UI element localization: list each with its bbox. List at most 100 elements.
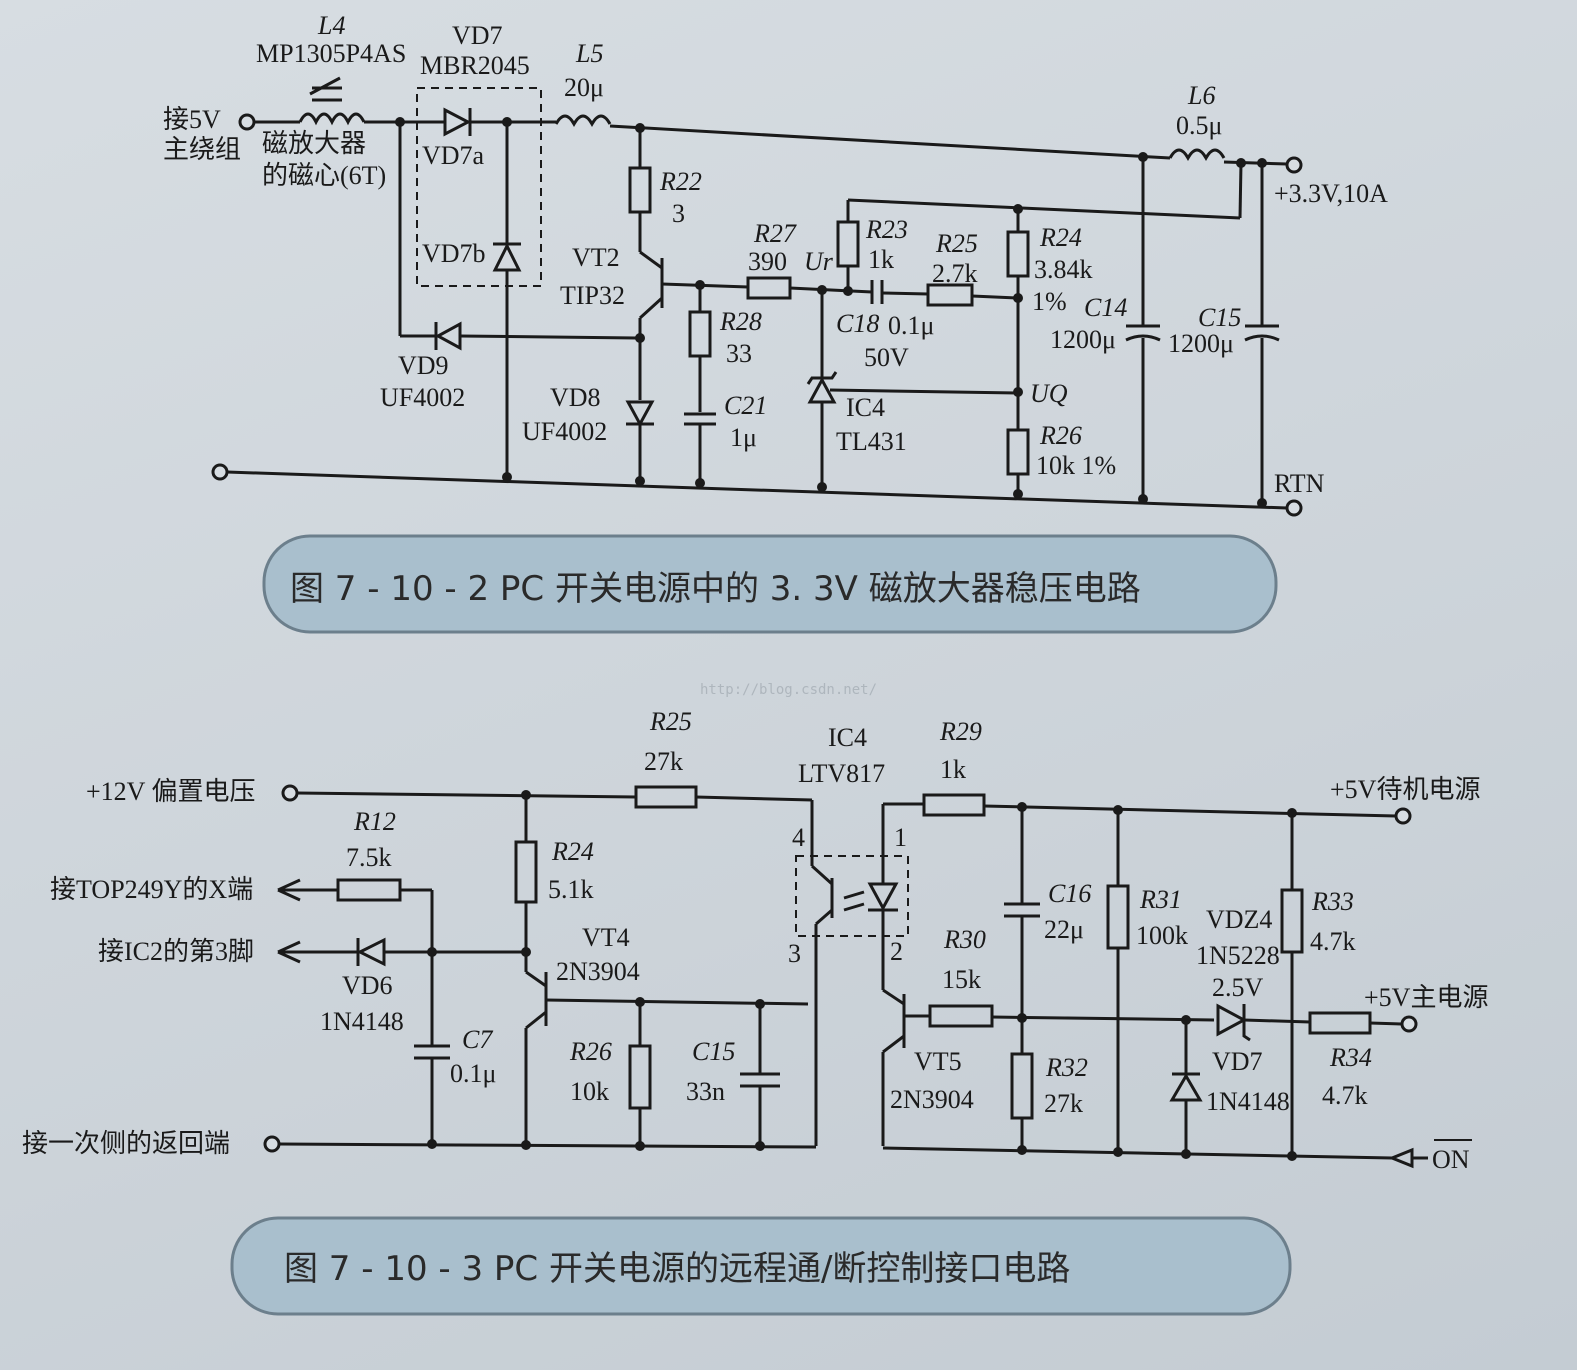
c15-name: C15 [1198, 303, 1241, 332]
c14-value: 1200μ [1050, 325, 1116, 354]
r34-name: R34 [1329, 1043, 1372, 1072]
l6-inductor [1168, 148, 1226, 162]
l4-core-symbol [309, 76, 342, 102]
r23-name: R23 [865, 215, 908, 244]
main-5v-terminal [1400, 1015, 1418, 1033]
r31-value: 100k [1136, 921, 1188, 950]
ic4b-part: LTV817 [798, 759, 885, 788]
r33-value: 4.7k [1310, 927, 1356, 956]
l6-value: 0.5μ [1176, 111, 1222, 140]
input-label-1: 接5V [163, 105, 221, 134]
vd7b-name: VD7 [1212, 1047, 1263, 1076]
r25b-name: R25 [649, 707, 692, 736]
vdz4-part: 1N5228 [1196, 941, 1280, 970]
vd9-name: VD9 [398, 351, 449, 380]
r28-name: R28 [719, 307, 762, 336]
l5-value: 20μ [564, 73, 604, 102]
r22-name: R22 [659, 167, 702, 196]
ic2-arrow [277, 940, 301, 964]
core-label-1: 磁放大器 [262, 129, 366, 158]
ur-label: Ur [804, 247, 834, 276]
r27-value: 390 [748, 247, 787, 276]
ic4-optocoupler [795, 855, 909, 937]
vd6-name: VD6 [342, 971, 393, 1000]
opto-pin-4: 4 [792, 823, 805, 852]
input-terminal [238, 113, 256, 131]
l4-part: MP1305P4AS [256, 39, 406, 68]
vdz4-voltage: 2.5V [1212, 973, 1264, 1002]
c15b-name: C15 [692, 1037, 735, 1066]
output-terminal-3v3 [1285, 156, 1303, 174]
opto-pin-1: 1 [894, 823, 907, 852]
r24-value: 3.84k [1034, 255, 1093, 284]
vt4-name: VT4 [582, 923, 630, 952]
r26-resistor [1006, 428, 1030, 476]
fig2-caption-banner: 图 7 - 10 - 3 PC 开关电源的远程通/断控制接口电路 [230, 1216, 1292, 1316]
vd7-diode-b [1169, 1073, 1203, 1102]
r32-name: R32 [1045, 1053, 1088, 1082]
fig1-caption: 图 7 - 10 - 2 PC 开关电源中的 3. 3V 磁放大器稳压电路 [290, 569, 1141, 609]
c7-value: 0.1μ [450, 1059, 496, 1088]
l5-inductor [554, 114, 612, 128]
r26-value: 10k 1% [1036, 451, 1116, 480]
c7-name: C7 [462, 1025, 493, 1054]
vd7b-label: VD7b [422, 239, 486, 268]
bias-terminal [281, 784, 299, 802]
fig2-labels: +12V 偏置电压 接TOP249Y的X端 接IC2的第3脚 接一次侧的返回端 … [22, 707, 1488, 1174]
ic4b-name: IC4 [828, 723, 867, 752]
vd6-part: 1N4148 [320, 1007, 404, 1036]
fig2-circuit [263, 784, 1428, 1169]
r25b-value: 27k [644, 747, 683, 776]
on-label: ON [1432, 1145, 1470, 1174]
r33-resistor [1280, 888, 1304, 954]
c16-name: C16 [1048, 879, 1091, 908]
vt4-part: 2N3904 [556, 957, 640, 986]
r12-name: R12 [353, 807, 396, 836]
r32-value: 27k [1044, 1089, 1083, 1118]
r23-resistor [836, 220, 860, 268]
c18-value: 0.1μ [888, 311, 934, 340]
r12-resistor [336, 878, 402, 902]
r25-value: 2.7k [932, 259, 978, 288]
return-rail [278, 1142, 817, 1149]
rtn-terminal [1285, 499, 1303, 517]
r26b-name: R26 [569, 1037, 612, 1066]
ic4-name: IC4 [846, 393, 885, 422]
r30-value: 15k [942, 965, 981, 994]
fig2-caption: 图 7 - 10 - 3 PC 开关电源的远程通/断控制接口电路 [284, 1249, 1070, 1289]
vd7a-label: VD7a [422, 141, 485, 170]
input-label-2: 主绕组 [163, 135, 241, 164]
vt5-part: 2N3904 [890, 1085, 974, 1114]
r28-value: 33 [726, 339, 752, 368]
standby-label: +5V待机电源 [1330, 775, 1480, 804]
c14-name: C14 [1084, 293, 1127, 322]
fig1-caption-banner: 图 7 - 10 - 2 PC 开关电源中的 3. 3V 磁放大器稳压电路 [262, 534, 1278, 634]
c15-value: 1200μ [1168, 329, 1234, 358]
rtn-label: RTN [1274, 469, 1325, 498]
vd7a-diode [443, 107, 472, 137]
r24-tolerance: 1% [1032, 287, 1067, 316]
x-end-label: 接TOP249Y的X端 [50, 875, 253, 904]
vdz4-zener [1216, 1003, 1248, 1037]
r25-resistor [926, 283, 974, 307]
r26-name: R26 [1039, 421, 1082, 450]
vd7-part: MBR2045 [420, 51, 530, 80]
rtn-rail [226, 470, 1288, 510]
vd8-part: UF4002 [522, 417, 607, 446]
vt2-name: VT2 [572, 243, 620, 272]
r25-resistor-b [634, 785, 698, 809]
r24b-name: R24 [551, 837, 594, 866]
vdz4-name: VDZ4 [1206, 905, 1272, 934]
fig1-circuit [211, 76, 1303, 517]
r25-name: R25 [935, 229, 978, 258]
return-terminal [263, 1135, 281, 1153]
x-end-arrow [277, 878, 301, 902]
r28-resistor [688, 310, 712, 358]
c18-voltage: 50V [864, 343, 909, 372]
vd7-name: VD7 [452, 21, 503, 50]
r22-value: 3 [672, 199, 685, 228]
r31-name: R31 [1139, 885, 1182, 914]
vd7b-diode [492, 242, 522, 272]
r34-value: 4.7k [1322, 1081, 1368, 1110]
